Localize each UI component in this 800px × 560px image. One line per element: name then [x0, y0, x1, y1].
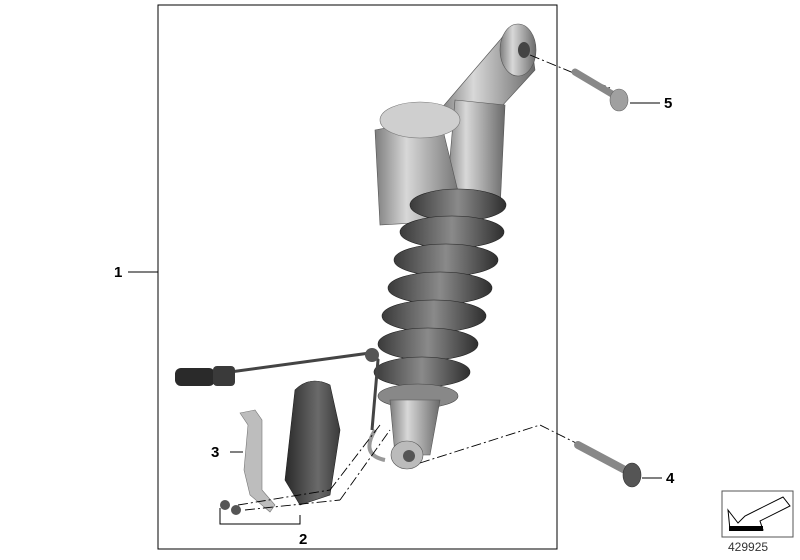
assembly-frame	[157, 4, 558, 550]
spring	[373, 188, 507, 409]
callout-3: 3	[211, 444, 220, 461]
shock-lower-mount	[367, 399, 441, 470]
arrow-back-icon	[721, 490, 794, 538]
bolt-4	[574, 441, 642, 488]
callout-1: 1	[114, 264, 123, 281]
callout-4: 4	[666, 470, 675, 487]
bracket	[239, 409, 276, 513]
screws	[220, 500, 241, 515]
callout-2: 2	[299, 531, 308, 548]
guard	[284, 380, 341, 506]
callout-5: 5	[664, 95, 673, 112]
leader-2	[219, 508, 301, 525]
diagram-number: 429925	[728, 540, 769, 554]
bolt-5	[571, 68, 629, 112]
sensor-cable	[175, 348, 380, 431]
